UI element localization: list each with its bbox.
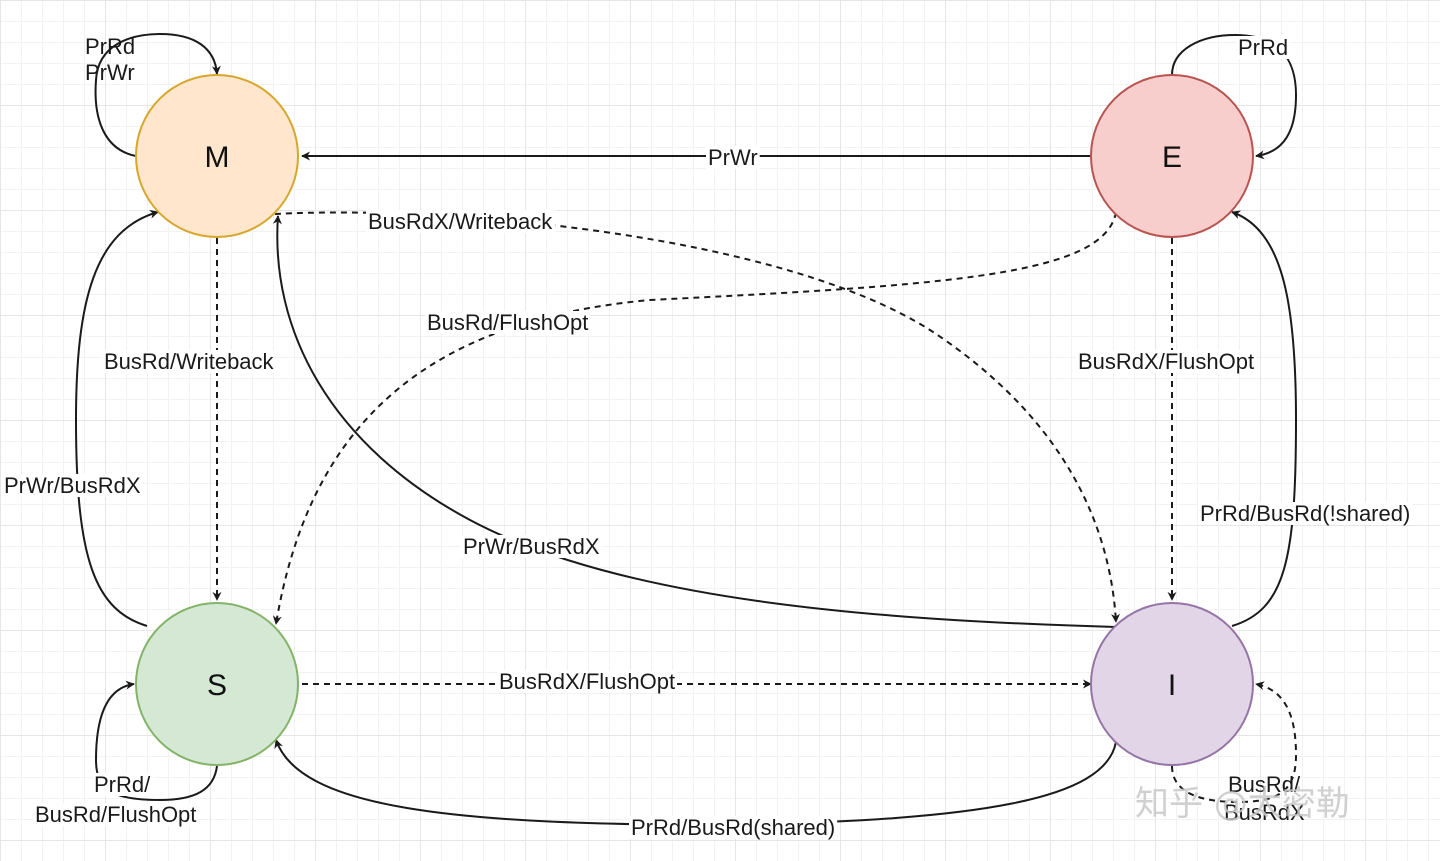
watermark: 知乎 @太密勒 [1135,784,1350,824]
state-m-label: M [205,141,230,174]
label-s-self-line1: PrRd/ [94,772,151,797]
state-s[interactable]: S [135,602,299,766]
label-s-to-m: PrWr/BusRdX [4,473,141,498]
state-e[interactable]: E [1090,74,1254,238]
label-i-to-m: PrWr/BusRdX [463,534,600,559]
state-m-circle [135,74,299,238]
label-background [1198,502,1413,525]
label-e-to-i: BusRdX/FlushOpt [1078,349,1254,374]
label-background [366,210,556,233]
label-background [706,146,760,169]
label-background [461,535,602,558]
label-background [33,803,199,826]
label-background [497,670,678,693]
label-m-self-prwr: PrWr [85,60,135,85]
label-i-self-line1: BusRd/ [1228,772,1301,797]
edge-m-to-i [274,211,1121,623]
label-background [1076,350,1257,373]
label-background [425,311,591,334]
label-m-to-i: BusRdX/Writeback [368,209,553,234]
label-e-self: PrRd [1238,35,1288,60]
label-e-to-m: PrWr [708,145,758,170]
edge-s-to-m [74,209,159,627]
label-i-to-e: PrRd/BusRd(!shared) [1200,501,1410,526]
state-s-circle [135,602,299,766]
label-background [92,773,154,796]
label-i-self-line2: BusRdX [1224,800,1305,825]
state-e-label: E [1162,141,1182,174]
label-s-self-line2: BusRd/FlushOpt [35,802,196,827]
label-background [629,816,838,839]
label-e-to-s: BusRd/FlushOpt [427,310,588,335]
edge-i-self-loop [1171,681,1298,804]
edge-i-to-s [274,739,1117,827]
edge-i-to-e [1231,210,1298,627]
state-i-label: I [1168,669,1176,702]
edge-i-to-m [272,215,1117,628]
state-i[interactable]: I [1090,602,1254,766]
label-background [102,350,277,373]
state-m[interactable]: M [135,74,299,238]
edge-e-to-s [272,211,1117,625]
label-background [2,474,143,497]
label-m-self-prrd: PrRd [85,34,135,59]
edge-m-self-loop [94,32,221,157]
label-s-to-i: BusRdX/FlushOpt [499,669,675,694]
state-e-circle [1090,74,1254,238]
label-m-to-s: BusRd/Writeback [104,349,275,374]
state-i-circle [1090,602,1254,766]
label-background [1236,36,1291,59]
state-s-label: S [207,669,227,702]
label-i-to-s: PrRd/BusRd(shared) [631,815,835,840]
